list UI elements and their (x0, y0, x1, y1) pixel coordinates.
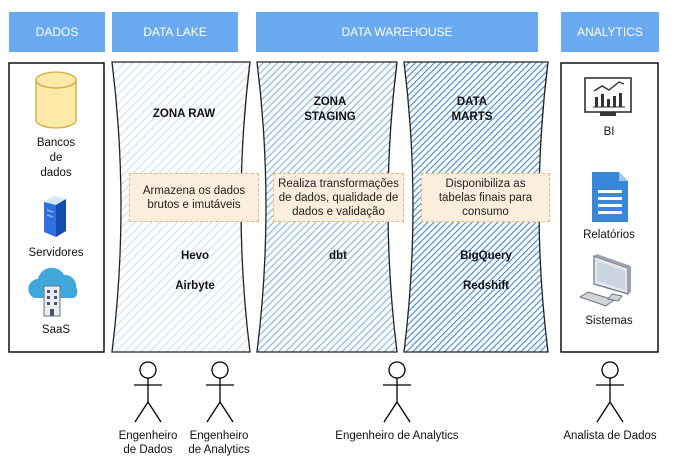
zone-marts-title: DATA MARTS (451, 96, 493, 123)
cloud-icon (28, 267, 78, 317)
zone-raw-title: ZONA RAW (152, 108, 216, 120)
analytics-engineer-label-1: Engenheiro de Analytics (188, 430, 250, 456)
data-engineer-figure (134, 361, 162, 423)
reports-label: Relatórios (583, 229, 635, 241)
header-dados: DADOS (9, 12, 105, 52)
header-analytics: ANALYTICS (561, 12, 659, 52)
zone-marts-description: Disponibiliza as tabelas finais para con… (421, 173, 550, 222)
data-analyst-figure (596, 361, 624, 423)
header-data-warehouse: DATA WAREHOUSE (256, 12, 538, 52)
data-engineer-label: Engenheiro de Dados (118, 430, 178, 456)
zone-staging-title: ZONA STAGING (304, 96, 356, 123)
tool-redshift: Redshift (463, 280, 509, 292)
document-icon (592, 172, 628, 222)
analytics-engineer-figure-1 (206, 361, 234, 423)
systems-label: Sistemas (585, 315, 633, 327)
databases-label: Bancos de dados (36, 137, 76, 179)
zone-staging-description: Realiza transformações de dados, qualida… (273, 173, 404, 222)
analytics-engineer-label-2: Engenheiro de Analytics (335, 430, 459, 442)
data-analyst-label: Analista de Dados (563, 430, 657, 442)
servers-label: Servidores (28, 247, 84, 259)
zone-raw-description: Armazena os dados brutos e imutáveis (129, 173, 259, 222)
tool-bigquery: BigQuery (460, 250, 512, 262)
analytics-engineer-figure-2 (383, 361, 411, 423)
bi-label: BI (603, 126, 615, 138)
database-icon (35, 71, 77, 129)
dashboard-icon (584, 77, 632, 116)
tool-airbyte: Airbyte (175, 280, 215, 292)
server-icon (44, 196, 66, 237)
header-data-lake: DATA LAKE (112, 12, 238, 52)
saas-label: SaaS (41, 324, 71, 336)
tool-dbt: dbt (329, 250, 347, 262)
computer-icon (578, 254, 631, 307)
tool-hevo: Hevo (180, 250, 210, 262)
